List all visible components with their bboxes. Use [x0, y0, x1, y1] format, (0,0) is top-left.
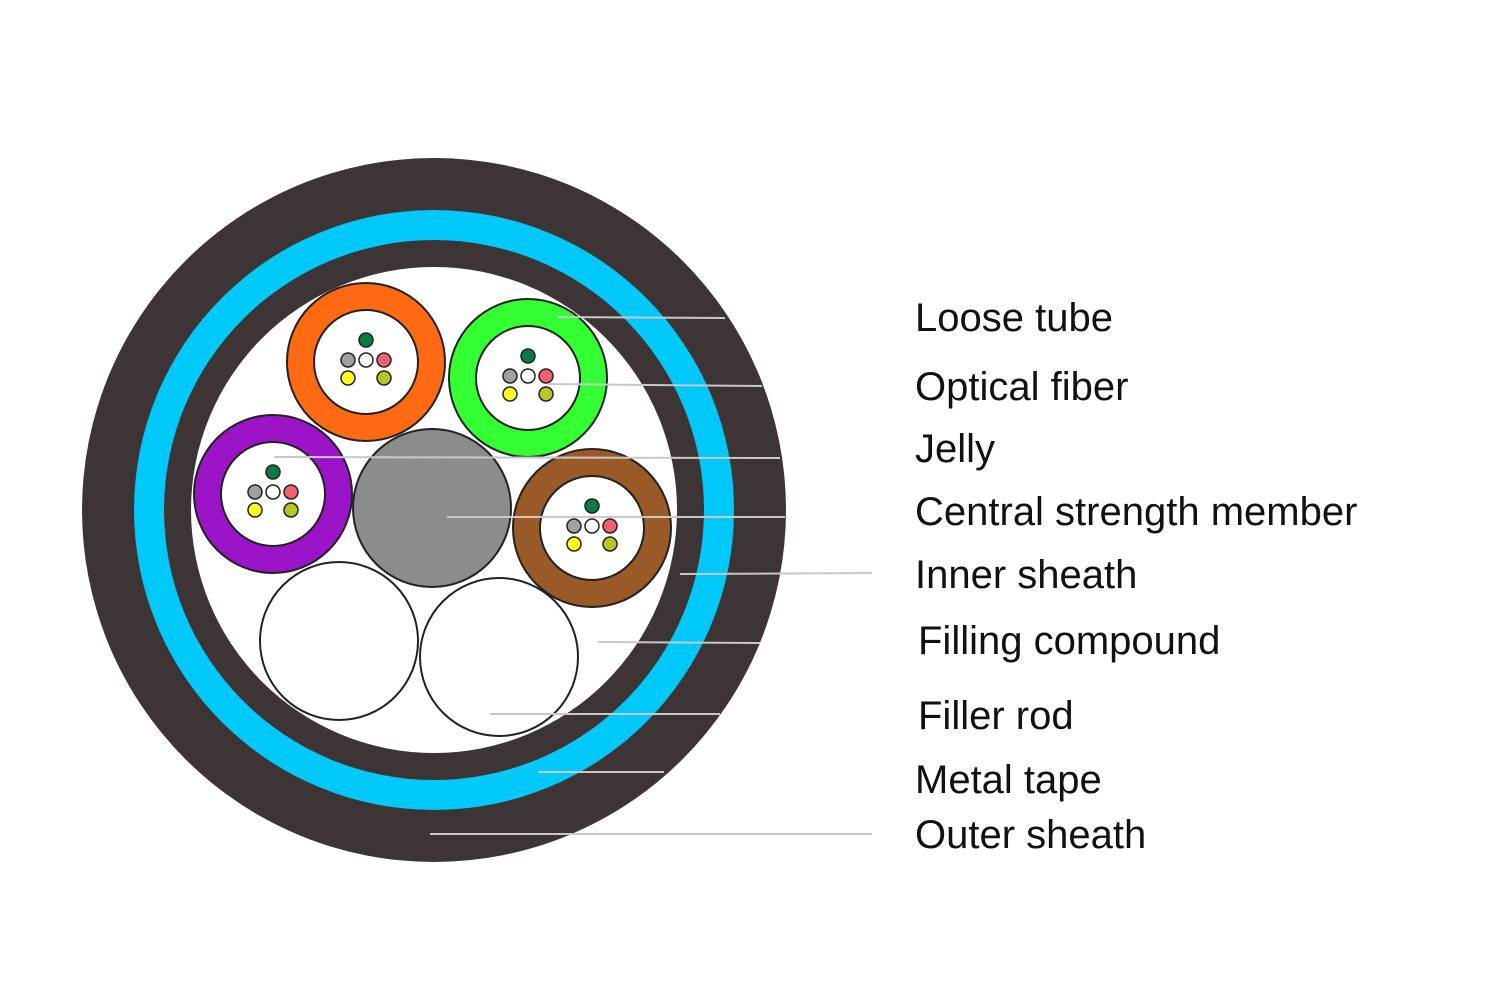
label-inner-sheath: Inner sheath	[915, 553, 1137, 597]
loose-tube-green	[448, 298, 608, 458]
filler-rod	[259, 561, 419, 721]
label-outer-sheath: Outer sheath	[915, 813, 1146, 857]
optical-fiber-pink	[283, 484, 299, 500]
label-metal-tape: Metal tape	[915, 758, 1102, 802]
optical-fiber-green	[584, 498, 600, 514]
optical-fiber-olive	[283, 502, 299, 518]
labels: Loose tube Optical fiber Jelly Central s…	[915, 296, 1357, 857]
optical-fiber-white	[520, 368, 536, 384]
optical-fiber-green	[265, 464, 281, 480]
optical-fiber-green	[520, 348, 536, 364]
optical-fiber-group	[566, 498, 618, 552]
filler-rod	[419, 577, 579, 737]
leader-line-optical-fiber	[547, 383, 763, 387]
label-loose-tube: Loose tube	[915, 296, 1113, 340]
central-strength-member	[352, 428, 512, 588]
optical-fiber-pink	[376, 352, 392, 368]
label-jelly: Jelly	[915, 427, 995, 471]
optical-fiber-white	[265, 484, 281, 500]
optical-fiber-group	[340, 332, 392, 386]
optical-fiber-gray	[502, 368, 518, 384]
label-filler-rod: Filler rod	[918, 694, 1074, 738]
optical-fiber-gray	[340, 352, 356, 368]
optical-fiber-group	[247, 464, 299, 518]
optical-fiber-olive	[376, 370, 392, 386]
optical-fiber-yellow	[340, 370, 356, 386]
optical-fiber-white	[584, 518, 600, 534]
optical-fiber-gray	[247, 484, 263, 500]
optical-fiber-olive	[538, 386, 554, 402]
leader-line-filling-compound	[597, 641, 761, 644]
optical-fiber-white	[358, 352, 374, 368]
label-optical-fiber: Optical fiber	[915, 365, 1128, 409]
loose-tube-brown	[512, 448, 672, 608]
optical-fiber-pink	[602, 518, 618, 534]
leader-line-loose-tube	[557, 316, 726, 319]
leader-line-jelly	[273, 456, 781, 459]
optical-fiber-yellow	[247, 502, 263, 518]
leader-line-inner-sheath	[679, 572, 873, 575]
label-filling-compound: Filling compound	[918, 619, 1220, 663]
optical-fiber-group	[502, 348, 554, 402]
optical-fiber-yellow	[502, 386, 518, 402]
optical-fiber-gray	[566, 518, 582, 534]
loose-tube-orange	[286, 282, 446, 442]
optical-fiber-yellow	[566, 536, 582, 552]
leader-lines	[273, 316, 873, 835]
loose-tube-purple	[193, 414, 353, 574]
label-central-strength-member: Central strength member	[915, 490, 1357, 534]
optical-fiber-olive	[602, 536, 618, 552]
optical-fiber-pink	[538, 368, 554, 384]
optical-fiber-green	[358, 332, 374, 348]
